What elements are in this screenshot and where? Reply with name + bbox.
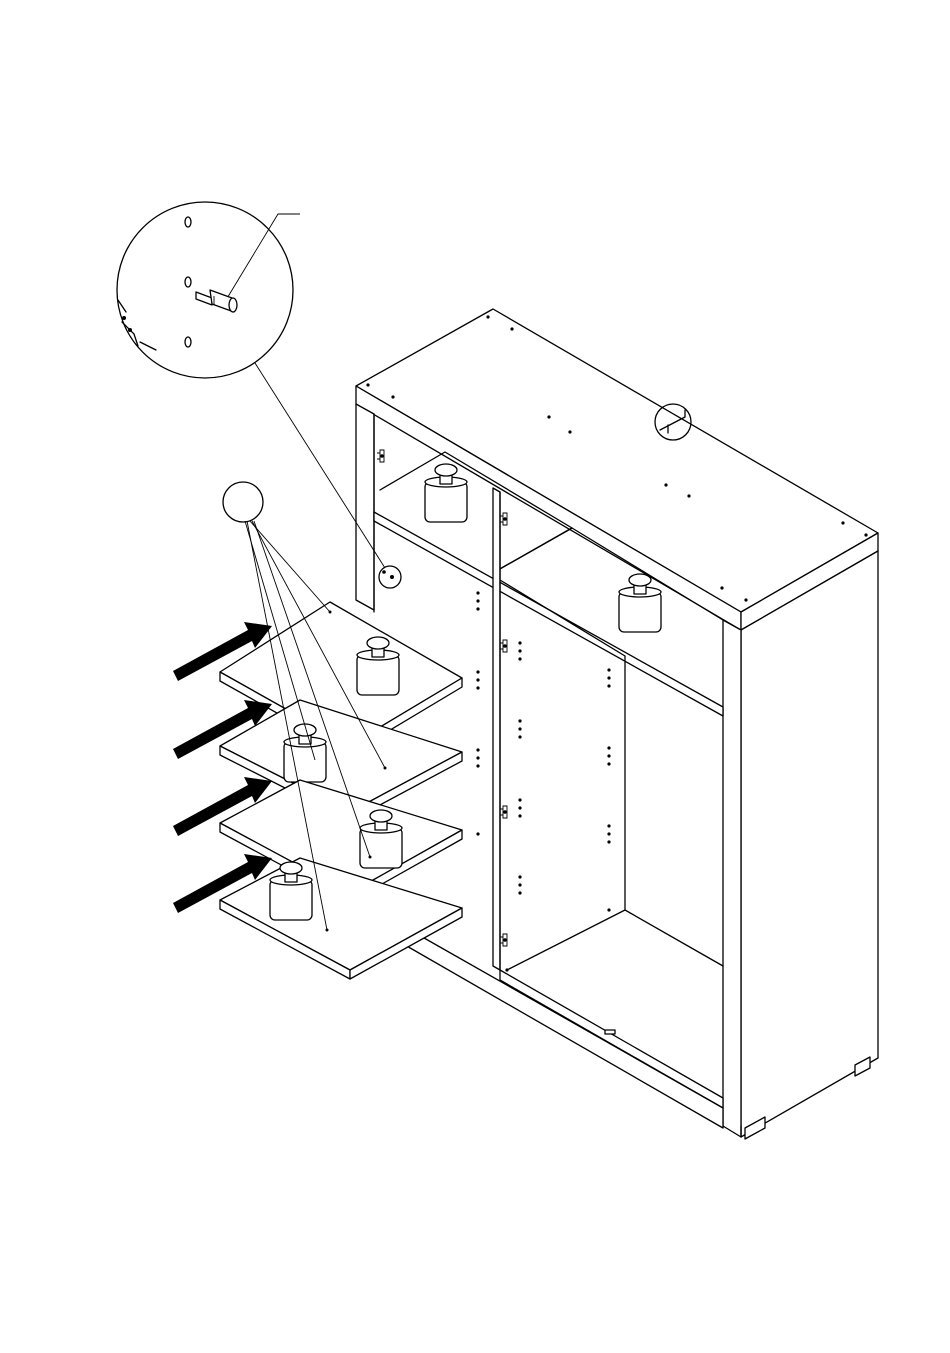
cabinet-plinth [405, 930, 723, 1128]
detail-callout [117, 202, 385, 568]
cabinet-left-side-panel [356, 404, 374, 610]
detail-hole-top [185, 217, 191, 227]
weight-icon-cabinet-right [619, 574, 661, 632]
cabinet [356, 309, 878, 1139]
detail-hole-middle [185, 277, 191, 287]
cabinet-right-side-panel [741, 551, 878, 1137]
cabinet-bottom-panel [500, 970, 723, 1108]
bottom-clip [605, 1030, 615, 1034]
hardware-tag-circle [223, 482, 263, 522]
detail-hole-bottom [185, 337, 191, 347]
detail-callout-circle [117, 202, 293, 378]
cabinet-right-side-front-edge [723, 620, 741, 1137]
shelf-pin-icon [196, 290, 237, 312]
weight-icon-cabinet-left [425, 464, 467, 522]
cabinet-top-panel [356, 309, 878, 612]
cabinet-center-divider [493, 488, 500, 970]
